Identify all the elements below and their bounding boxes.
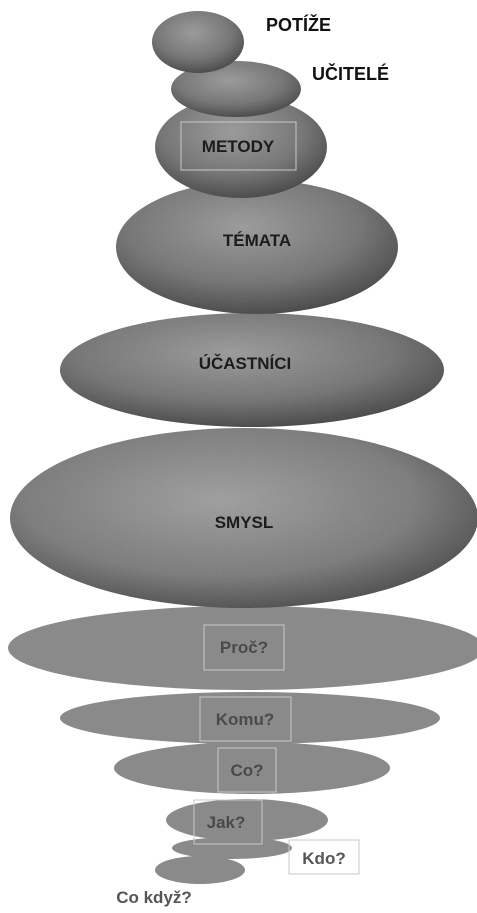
label-temata: TÉMATA [223, 231, 291, 250]
label-ucitele: UČITELÉ [312, 63, 389, 84]
label-jak: Jak? [207, 813, 246, 832]
reflection-jak [166, 799, 328, 841]
label-komu: Komu? [216, 710, 275, 729]
label-co-kdyz: Co když? [116, 888, 192, 907]
label-kdo: Kdo? [302, 849, 345, 868]
reflection-kdo [172, 837, 292, 859]
label-proc: Proč? [220, 638, 268, 657]
label-potize: POTÍŽE [266, 14, 331, 35]
label-co: Co? [230, 761, 263, 780]
label-smysl: SMYSL [215, 513, 274, 532]
reflection-co-kdyz [155, 856, 245, 884]
stone-potize [152, 11, 244, 73]
label-metody: METODY [202, 137, 275, 156]
label-ucastnici: ÚČASTNÍCI [199, 354, 292, 373]
